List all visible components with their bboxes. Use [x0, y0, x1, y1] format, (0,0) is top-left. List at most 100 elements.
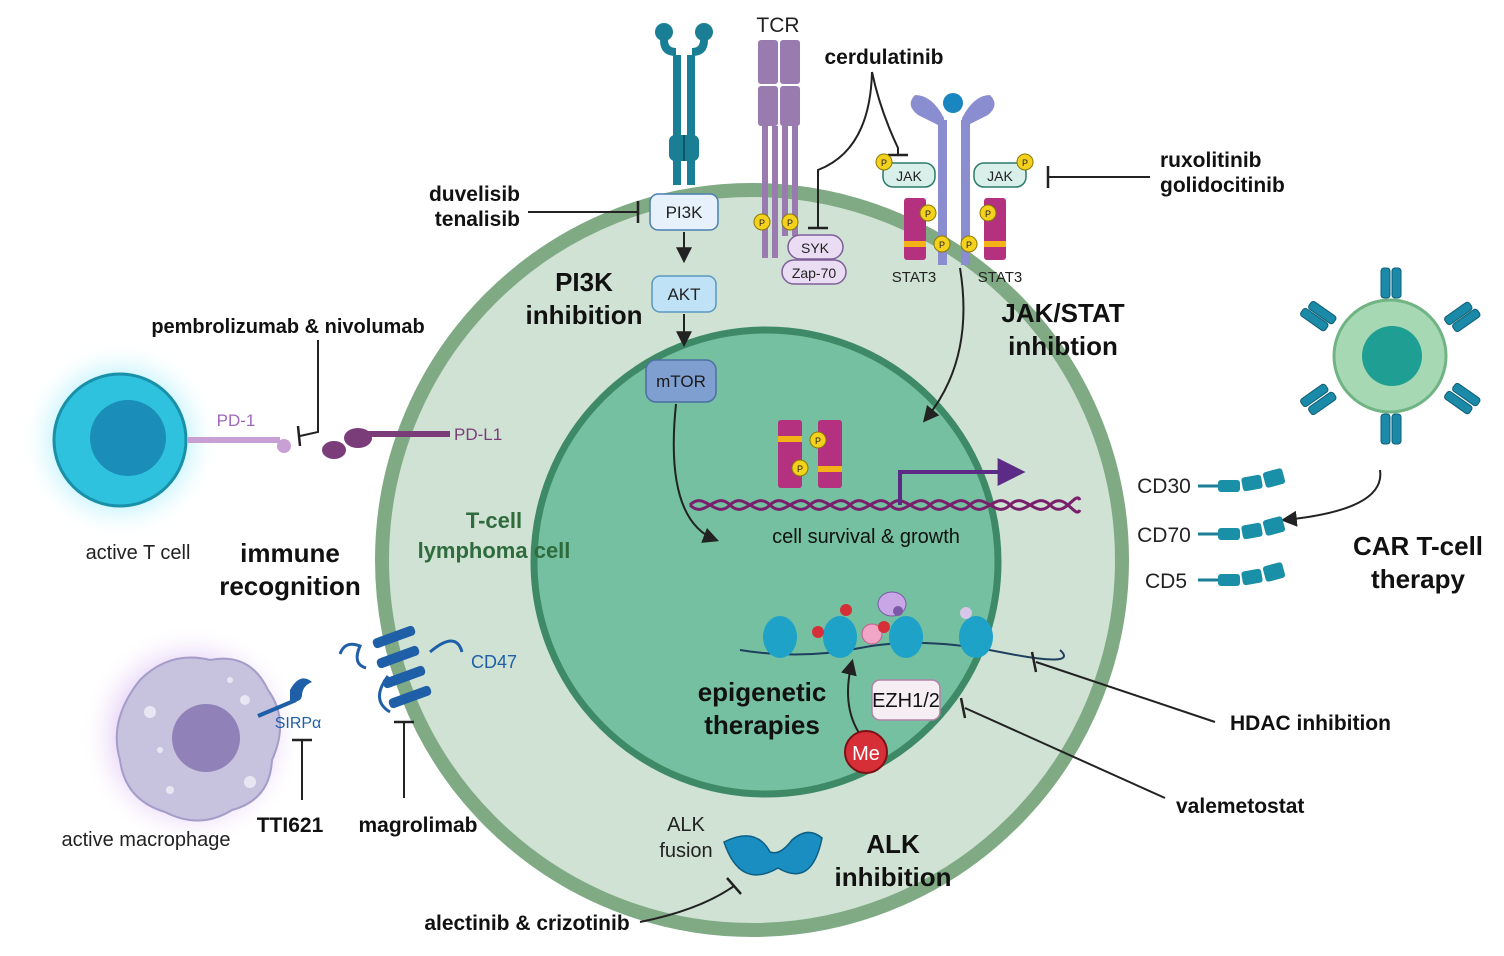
cd70-marker [1198, 516, 1286, 540]
mtor-label: mTOR [656, 372, 706, 391]
pi3k-label: PI3K [666, 203, 704, 222]
stat3-left: P P [904, 198, 951, 260]
svg-text:P: P [797, 464, 803, 474]
jak-right: JAK P [973, 153, 1034, 188]
alk-fusion-label-1: ALK [667, 814, 705, 836]
stat3-right-label: STAT3 [978, 269, 1022, 286]
sirpa-label: SIRPα [275, 715, 322, 732]
svg-text:P: P [966, 240, 972, 250]
ezh-label: EZH1/2 [872, 690, 940, 712]
jak-left: JAK P [875, 153, 936, 188]
nucleus [530, 326, 1002, 798]
stat3-right: P P [960, 198, 1006, 260]
cell-name-1: T-cell [466, 508, 522, 533]
pembrolizumab-label: pembrolizumab & nivolumab [151, 316, 424, 338]
macrophage-label: active macrophage [62, 829, 231, 851]
active-tcell-nucleus [90, 400, 166, 476]
stat3-left-label: STAT3 [892, 269, 936, 286]
zap70-node: Zap-70 [781, 259, 847, 285]
pd1-label: PD-1 [217, 411, 256, 430]
immune-title-1: immune [240, 538, 340, 568]
tcr-label: TCR [756, 14, 799, 37]
epigenetic-title-2: therapies [704, 710, 820, 740]
alk-fusion-label-2: fusion [659, 840, 712, 862]
svg-text:JAK: JAK [896, 168, 922, 184]
cd30-label: CD30 [1137, 475, 1191, 498]
car-tcell [1300, 267, 1481, 445]
alk-inhibitor-line [639, 885, 735, 923]
me-label: Me [852, 743, 880, 765]
stat-to-nucleus-arrow [922, 267, 965, 423]
pd1-inhibitor-line [299, 340, 319, 437]
svg-text:P: P [939, 240, 945, 250]
cerdulatinib-syk-inhibitor-line [817, 71, 873, 228]
macrophage-vesicles [144, 677, 256, 794]
svg-text:P: P [759, 218, 765, 228]
cell-name-2: lymphoma cell [418, 538, 571, 563]
golidocitinib-label: golidocitinib [1160, 174, 1285, 197]
ezh-node: EZH1/2 [871, 679, 941, 721]
alk-inhibition-title-1: ALK [866, 829, 920, 859]
svg-text:P: P [787, 218, 793, 228]
hdac-inhibitor-line [1035, 661, 1216, 723]
alectinib-label: alectinib & crizotinib [424, 912, 629, 935]
cd47-receptor [338, 625, 464, 714]
tcr-phospho: P P [753, 213, 799, 231]
svg-text:JAK: JAK [987, 168, 1013, 184]
immune-title-2: recognition [219, 571, 361, 601]
alk-inhibition-title-2: inhibition [835, 862, 952, 892]
receptor-pi3k [655, 23, 713, 185]
tenalisib-label: tenalisib [435, 208, 520, 231]
macrophage-nucleus [172, 704, 240, 772]
tti621-label: TTI621 [257, 814, 324, 837]
tcr-complex [758, 40, 800, 258]
jakstat-title-1: JAK/STAT [1001, 298, 1124, 328]
syk-label: SYK [801, 240, 830, 256]
epigenetic-title-1: epigenetic [698, 677, 827, 707]
hdac-label: HDAC inhibition [1230, 712, 1391, 735]
cerdulatinib-jak-inhibitor-line [871, 71, 899, 155]
active-tcell-label: active T cell [86, 542, 191, 564]
cd30-marker [1198, 468, 1286, 492]
valemetostat-inhibitor-line [964, 707, 1166, 799]
cd5-label: CD5 [1145, 570, 1187, 593]
car-title-1: CAR T-cell [1353, 531, 1483, 561]
alk-fusion-protein [723, 831, 823, 876]
car-title-2: therapy [1371, 564, 1465, 594]
magrolimab-label: magrolimab [358, 814, 477, 837]
pdl1-ligand [322, 428, 450, 459]
akt-node: AKT [651, 275, 717, 313]
stat3-dimer-nuclear: P P [778, 420, 842, 488]
cd47-label: CD47 [471, 652, 517, 672]
syk-node: SYK [787, 234, 844, 260]
mtor-node: mTOR [645, 359, 717, 403]
cd70-label: CD70 [1137, 524, 1191, 547]
cerdulatinib-label: cerdulatinib [824, 46, 943, 69]
zap70-label: Zap-70 [792, 265, 837, 281]
svg-text:P: P [881, 158, 887, 168]
pdl1-label: PD-L1 [454, 425, 502, 444]
ruxolitinib-label: ruxolitinib [1160, 149, 1262, 172]
survival-label: cell survival & growth [772, 526, 960, 548]
transcription-arrow [898, 458, 1026, 505]
pi3k-inhibition-title-2: inhibition [526, 300, 643, 330]
pi3k-node: PI3K [649, 193, 719, 231]
pi3k-inhibition-title-1: PI3K [555, 267, 613, 297]
svg-text:P: P [1022, 158, 1028, 168]
duvelisib-label: duvelisib [429, 183, 520, 206]
cd5-marker [1198, 562, 1286, 586]
sirpa-receptor [290, 678, 312, 702]
dna-helix [688, 496, 1082, 514]
cytokine-receptor [910, 93, 995, 265]
mtor-to-survival-arrow [672, 403, 719, 543]
svg-text:P: P [985, 209, 991, 219]
svg-text:P: P [925, 209, 931, 219]
car-tcell-arrow [1280, 469, 1382, 527]
methyl-group: Me [844, 730, 888, 774]
valemetostat-label: valemetostat [1176, 795, 1304, 818]
svg-text:P: P [815, 436, 821, 446]
chromatin [739, 591, 1065, 661]
jakstat-title-2: inhibtion [1008, 331, 1118, 361]
akt-label: AKT [667, 285, 700, 304]
